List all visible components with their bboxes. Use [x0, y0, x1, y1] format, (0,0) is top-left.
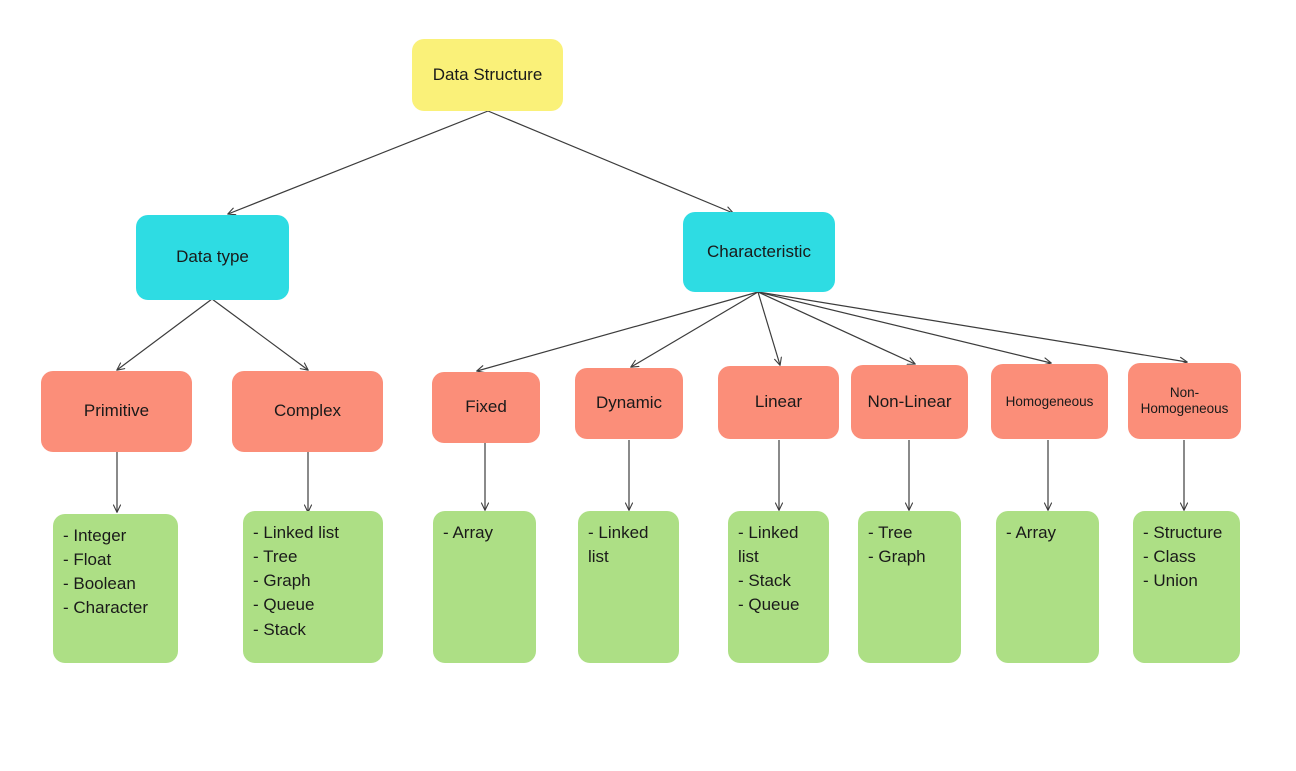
node-linear-items[interactable]: - Linked list - Stack - Queue — [728, 511, 829, 663]
edge-characteristic-to-non-homogeneous — [757, 291, 1187, 362]
node-label: - Array — [1006, 523, 1057, 542]
node-label: - Linked list — [588, 523, 649, 567]
edge-characteristic-to-homogeneous — [757, 291, 1051, 363]
edge-data-type-to-primitive — [117, 298, 213, 370]
edge-root-to-data-type — [228, 110, 489, 214]
edge-characteristic-to-dynamic — [631, 291, 759, 367]
node-label: Non- Homogeneous — [1140, 385, 1229, 416]
edge-data-type-to-complex — [211, 298, 308, 370]
node-label: - Array — [443, 523, 494, 542]
node-fixed-items[interactable]: - Array — [433, 511, 536, 663]
node-non-homogeneous-items[interactable]: - Structure - Class - Union — [1133, 511, 1240, 663]
edge-characteristic-to-non-linear — [757, 291, 915, 364]
node-label: Linear — [754, 392, 803, 412]
node-dynamic-items[interactable]: - Linked list — [578, 511, 679, 663]
node-label: - Tree - Graph — [868, 523, 926, 567]
node-label: Data Structure — [432, 64, 543, 84]
node-data-structure[interactable]: Data Structure — [412, 39, 563, 111]
node-primitive-items[interactable]: - Integer - Float - Boolean - Character — [53, 514, 178, 663]
node-label: Complex — [273, 401, 342, 421]
node-characteristic[interactable]: Characteristic — [683, 212, 835, 292]
node-non-linear[interactable]: Non-Linear — [851, 365, 968, 439]
node-label: Data type — [176, 247, 249, 267]
node-fixed[interactable]: Fixed — [432, 372, 540, 443]
edge-characteristic-to-fixed — [477, 291, 759, 371]
node-non-homogeneous[interactable]: Non- Homogeneous — [1128, 363, 1241, 439]
node-homogeneous[interactable]: Homogeneous — [991, 364, 1108, 439]
node-non-linear-items[interactable]: - Tree - Graph — [858, 511, 961, 663]
edge-characteristic-to-linear — [757, 291, 780, 365]
node-label: - Integer - Float - Boolean - Character — [63, 526, 149, 618]
node-label: Primitive — [83, 401, 150, 421]
node-complex-items[interactable]: - Linked list - Tree - Graph - Queue - S… — [243, 511, 383, 663]
node-label: Dynamic — [595, 393, 663, 413]
node-label: Characteristic — [707, 241, 811, 261]
node-data-type[interactable]: Data type — [136, 215, 289, 300]
node-primitive[interactable]: Primitive — [41, 371, 192, 452]
node-label: - Linked list - Tree - Graph - Queue - S… — [253, 523, 339, 639]
node-dynamic[interactable]: Dynamic — [575, 368, 683, 439]
node-homogeneous-items[interactable]: - Array — [996, 511, 1099, 663]
node-complex[interactable]: Complex — [232, 371, 383, 452]
node-label: Fixed — [465, 397, 507, 417]
node-label: Non-Linear — [867, 391, 952, 411]
node-label: - Linked list - Stack - Queue — [738, 523, 800, 615]
node-label: Homogeneous — [1005, 393, 1094, 409]
node-linear[interactable]: Linear — [718, 366, 839, 439]
edge-root-to-characteristic — [487, 110, 733, 213]
node-label: - Structure - Class - Union — [1143, 523, 1223, 591]
